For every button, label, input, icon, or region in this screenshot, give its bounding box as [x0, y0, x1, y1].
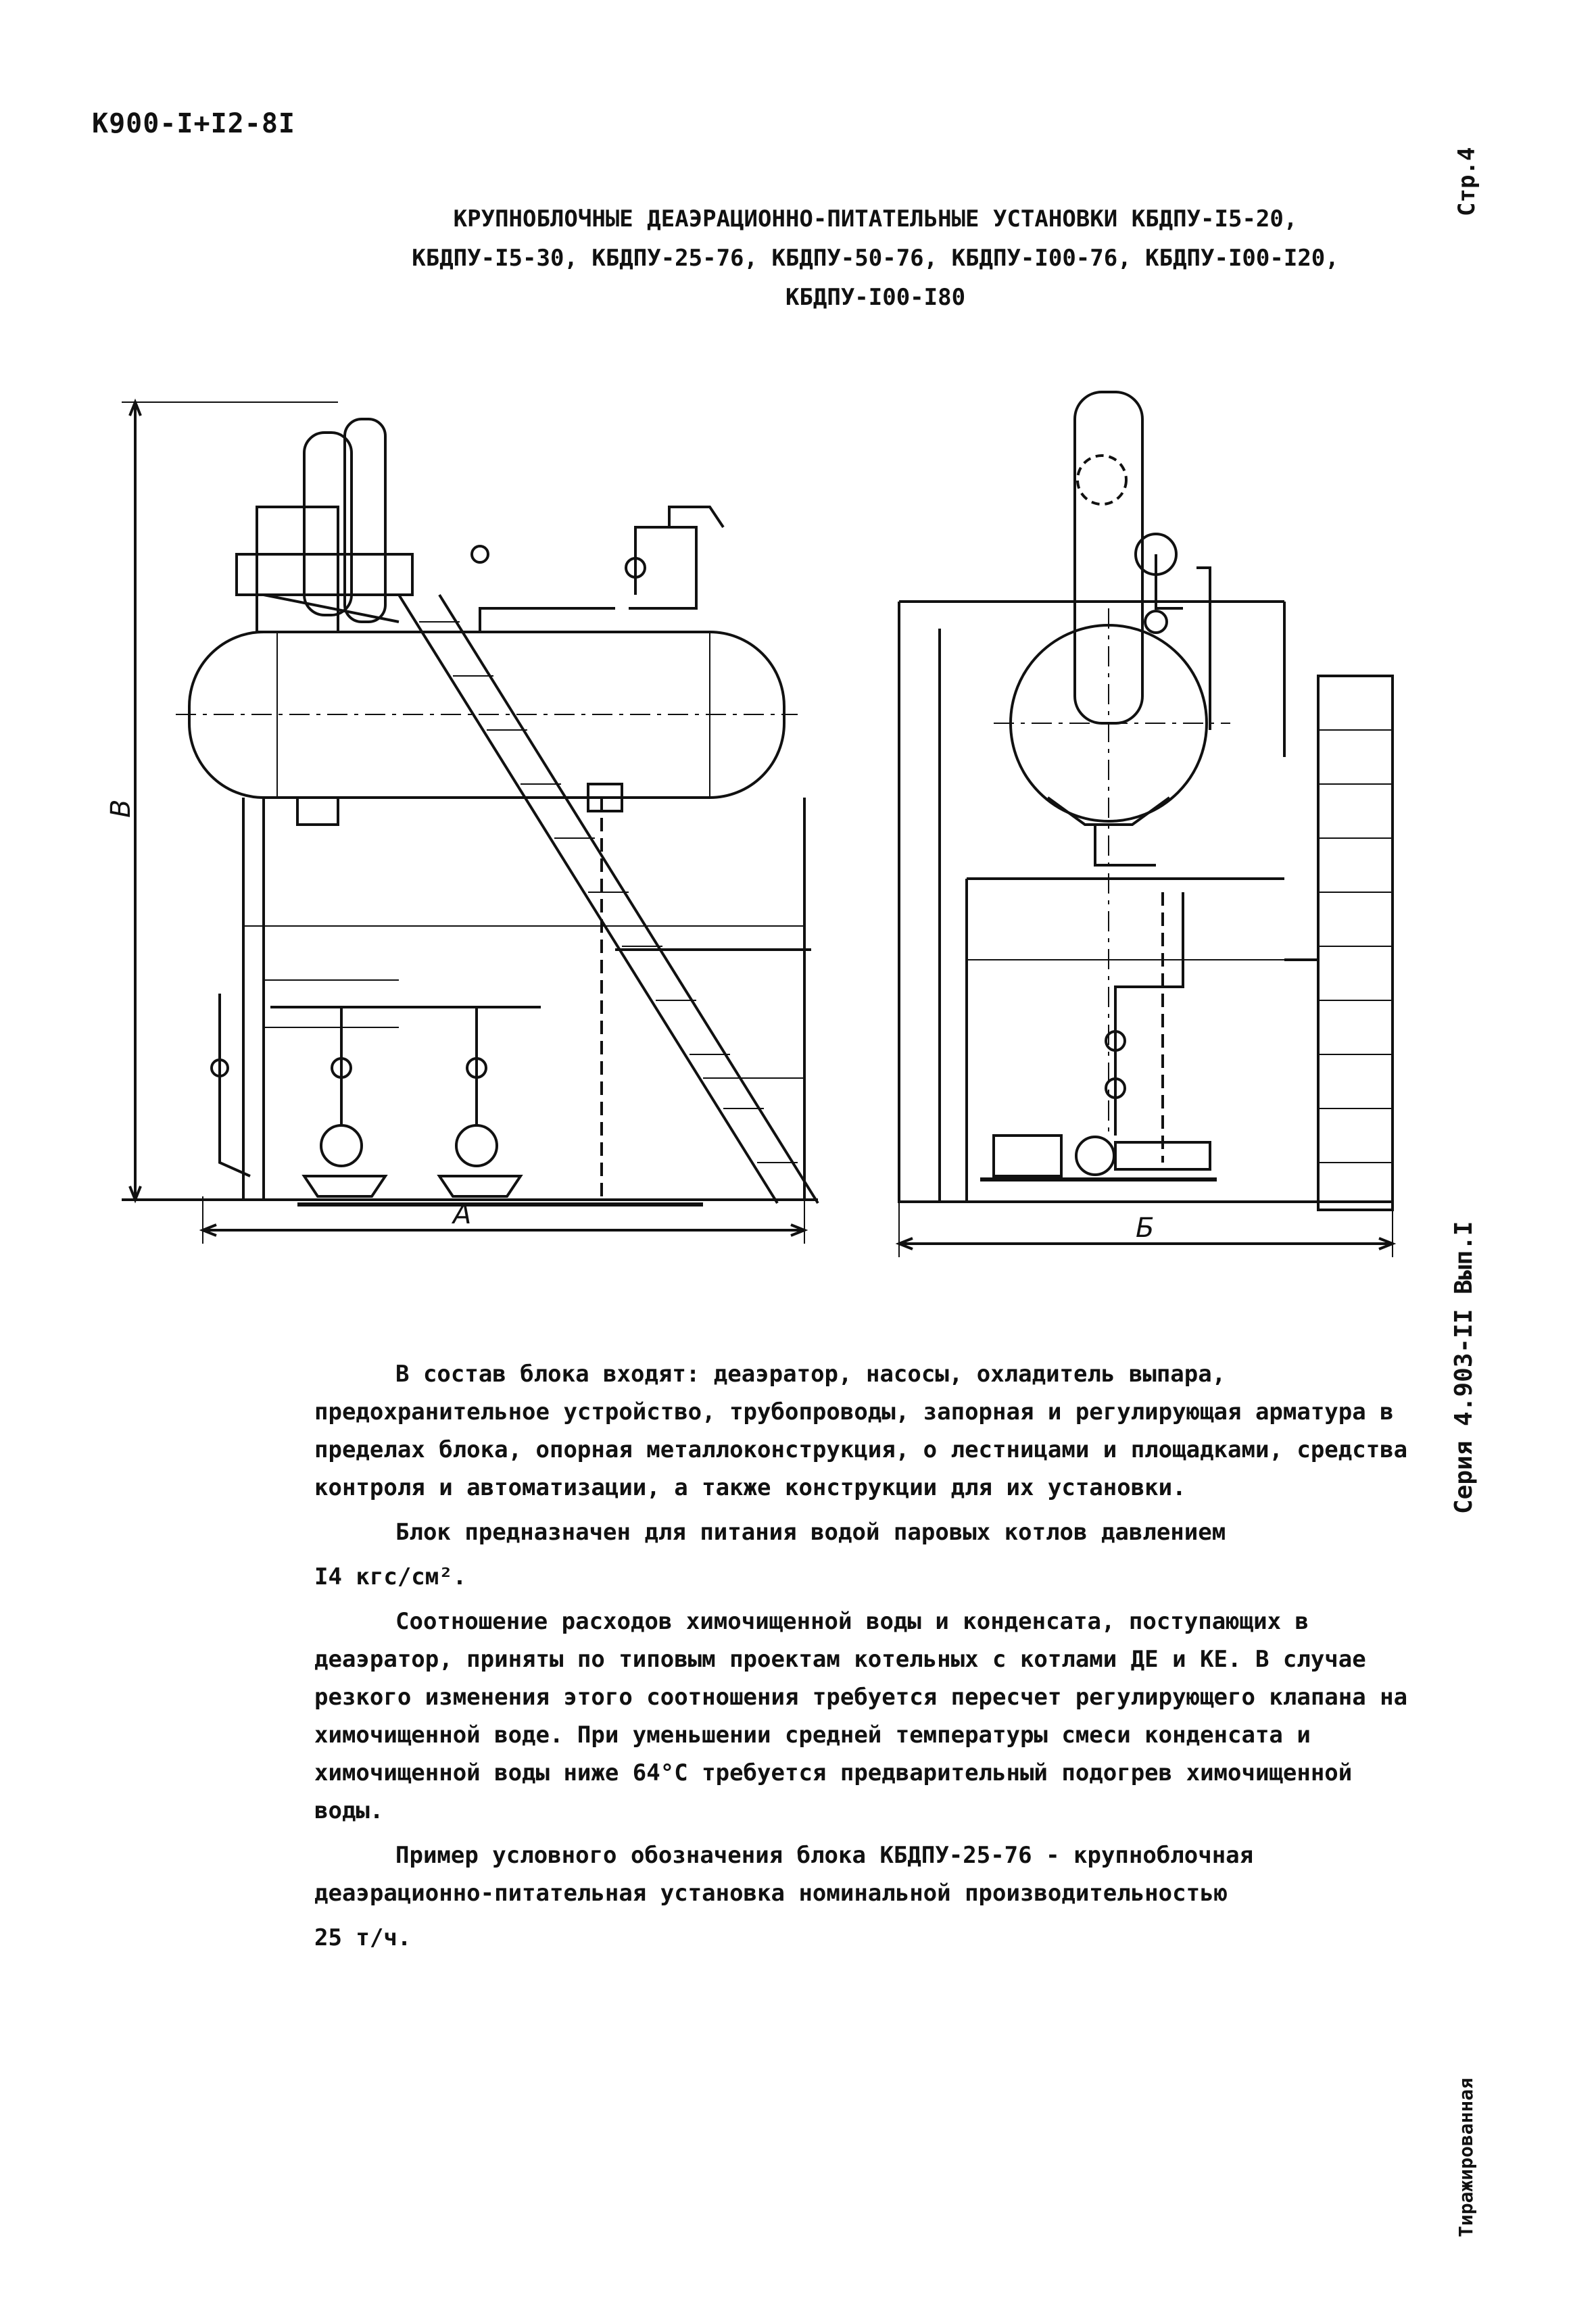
- title-line-1: КРУПНОБЛОЧНЫЕ ДЕАЭРАЦИОННО-ПИТАТЕЛЬНЫЕ У…: [453, 205, 1298, 233]
- width-label-a: A: [451, 1199, 471, 1230]
- width-dimension-a: [199, 1196, 808, 1244]
- support-frame-front: [242, 783, 806, 1200]
- top-pipework-front: [470, 506, 725, 632]
- title-line-2: КБДПУ-I5-30, КБДПУ-25-76, КБДПУ-50-76, К…: [412, 245, 1339, 272]
- pumps-front: [210, 994, 541, 1198]
- title-line-3: КБДПУ-I00-I80: [785, 284, 966, 311]
- ladder-front: [397, 593, 819, 1204]
- document-code: К900-I+I2-8I: [92, 108, 295, 139]
- width-dimension-b: [895, 1203, 1397, 1257]
- series-label: Серия 4.903-II Вып.I: [1450, 1221, 1478, 1514]
- page-label: Стр.4: [1453, 147, 1480, 216]
- paragraph-purpose: Блок предназначен для питания водой паро…: [395, 1519, 1226, 1546]
- paragraph-composition: В состав блока входят: деаэратор, насосы…: [314, 1361, 1408, 1501]
- stamp-label: Тиражированная: [1455, 2077, 1477, 2237]
- paragraph-capacity: 25 т/ч.: [314, 1924, 412, 1951]
- deaerator-column-front: [235, 418, 414, 633]
- platform-front: [615, 948, 811, 1200]
- width-label-b: Б: [1136, 1213, 1154, 1244]
- base-front: [122, 1198, 818, 1207]
- side-view: [898, 391, 1394, 1211]
- description-text: В состав блока входят: деаэратор, насосы…: [314, 1355, 1423, 1964]
- technical-drawing: B A Б: [105, 391, 1397, 1257]
- paragraph-pressure: I4 кгс/см².: [314, 1563, 467, 1590]
- deaerator-tank-front: [176, 631, 798, 799]
- height-label: B: [105, 800, 137, 818]
- document-title: КРУПНОБЛОЧНЫЕ ДЕАЭРАЦИОННО-ПИТАТЕЛЬНЫЕ У…: [379, 199, 1372, 317]
- paragraph-ratio: Соотношение расходов химочищенной воды и…: [314, 1608, 1408, 1824]
- paragraph-example: Пример условного обозначения блока КБДПУ…: [314, 1842, 1254, 1907]
